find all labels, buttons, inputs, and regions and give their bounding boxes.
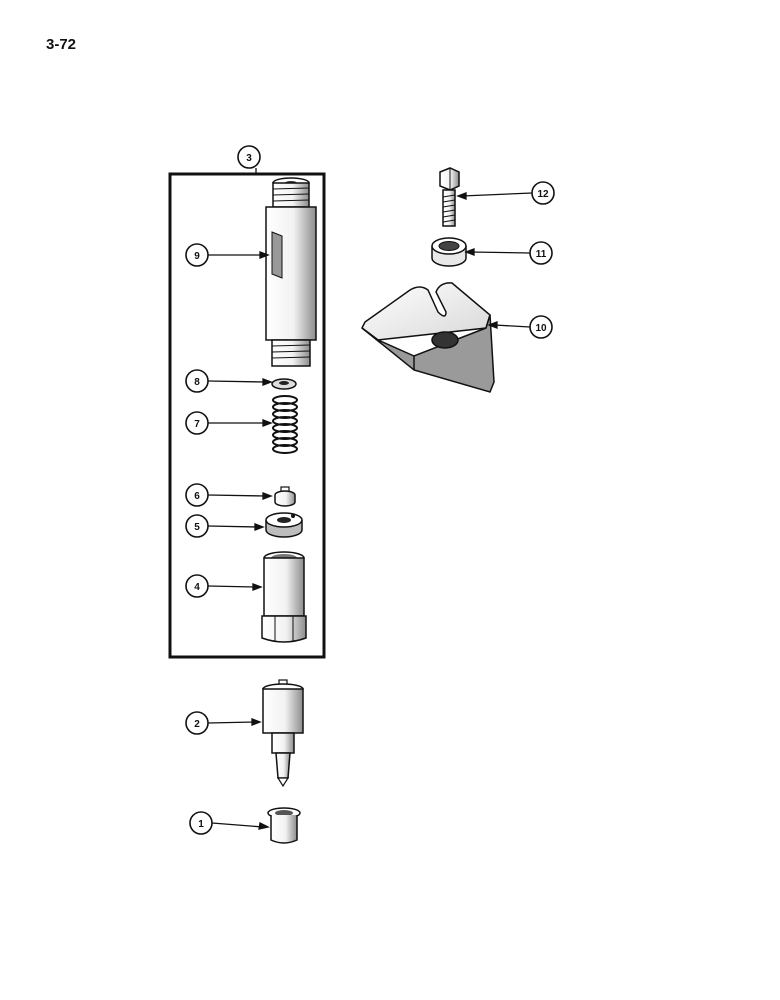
assembly-frame [168, 172, 326, 659]
callout-9: 9 [185, 243, 209, 267]
callout-10: 10 [529, 315, 553, 339]
bolt-part [439, 167, 460, 227]
callout-label-9: 9 [194, 251, 200, 262]
callout-label-8: 8 [194, 377, 200, 388]
leader-lines [207, 168, 533, 830]
callout-12: 12 [531, 181, 555, 205]
callout-6: 6 [185, 483, 209, 507]
clamp-part [361, 282, 495, 393]
callout-label-6: 6 [194, 491, 200, 502]
callout-3: 3 [237, 145, 261, 169]
callout-4: 4 [185, 574, 209, 598]
nozzle-seat-washer-part [267, 807, 301, 844]
callout-5: 5 [185, 514, 209, 538]
callout-label-10: 10 [535, 323, 547, 334]
callout-label-5: 5 [194, 522, 200, 533]
callout-1: 1 [189, 811, 213, 835]
nozzle-holder-body-part [265, 177, 317, 367]
callout-11: 11 [529, 241, 553, 265]
spring-part [272, 395, 298, 454]
pressure-pin-part [274, 486, 296, 507]
callout-label-3: 3 [246, 153, 252, 164]
nozzle-part [262, 679, 304, 788]
callout-label-7: 7 [194, 419, 200, 430]
callout-label-1: 1 [198, 819, 204, 830]
spacer-part [265, 512, 303, 538]
washer-part [431, 237, 467, 267]
shim-part [271, 378, 297, 390]
nozzle-retaining-nut-part [261, 551, 307, 643]
page-number: 3-72 [46, 36, 77, 53]
callout-7: 7 [185, 411, 209, 435]
callout-label-4: 4 [194, 582, 200, 593]
callout-label-11: 11 [536, 249, 547, 260]
callout-8: 8 [185, 369, 209, 393]
callout-2: 2 [185, 711, 209, 735]
callout-label-12: 12 [537, 189, 549, 200]
callout-label-2: 2 [194, 719, 200, 730]
